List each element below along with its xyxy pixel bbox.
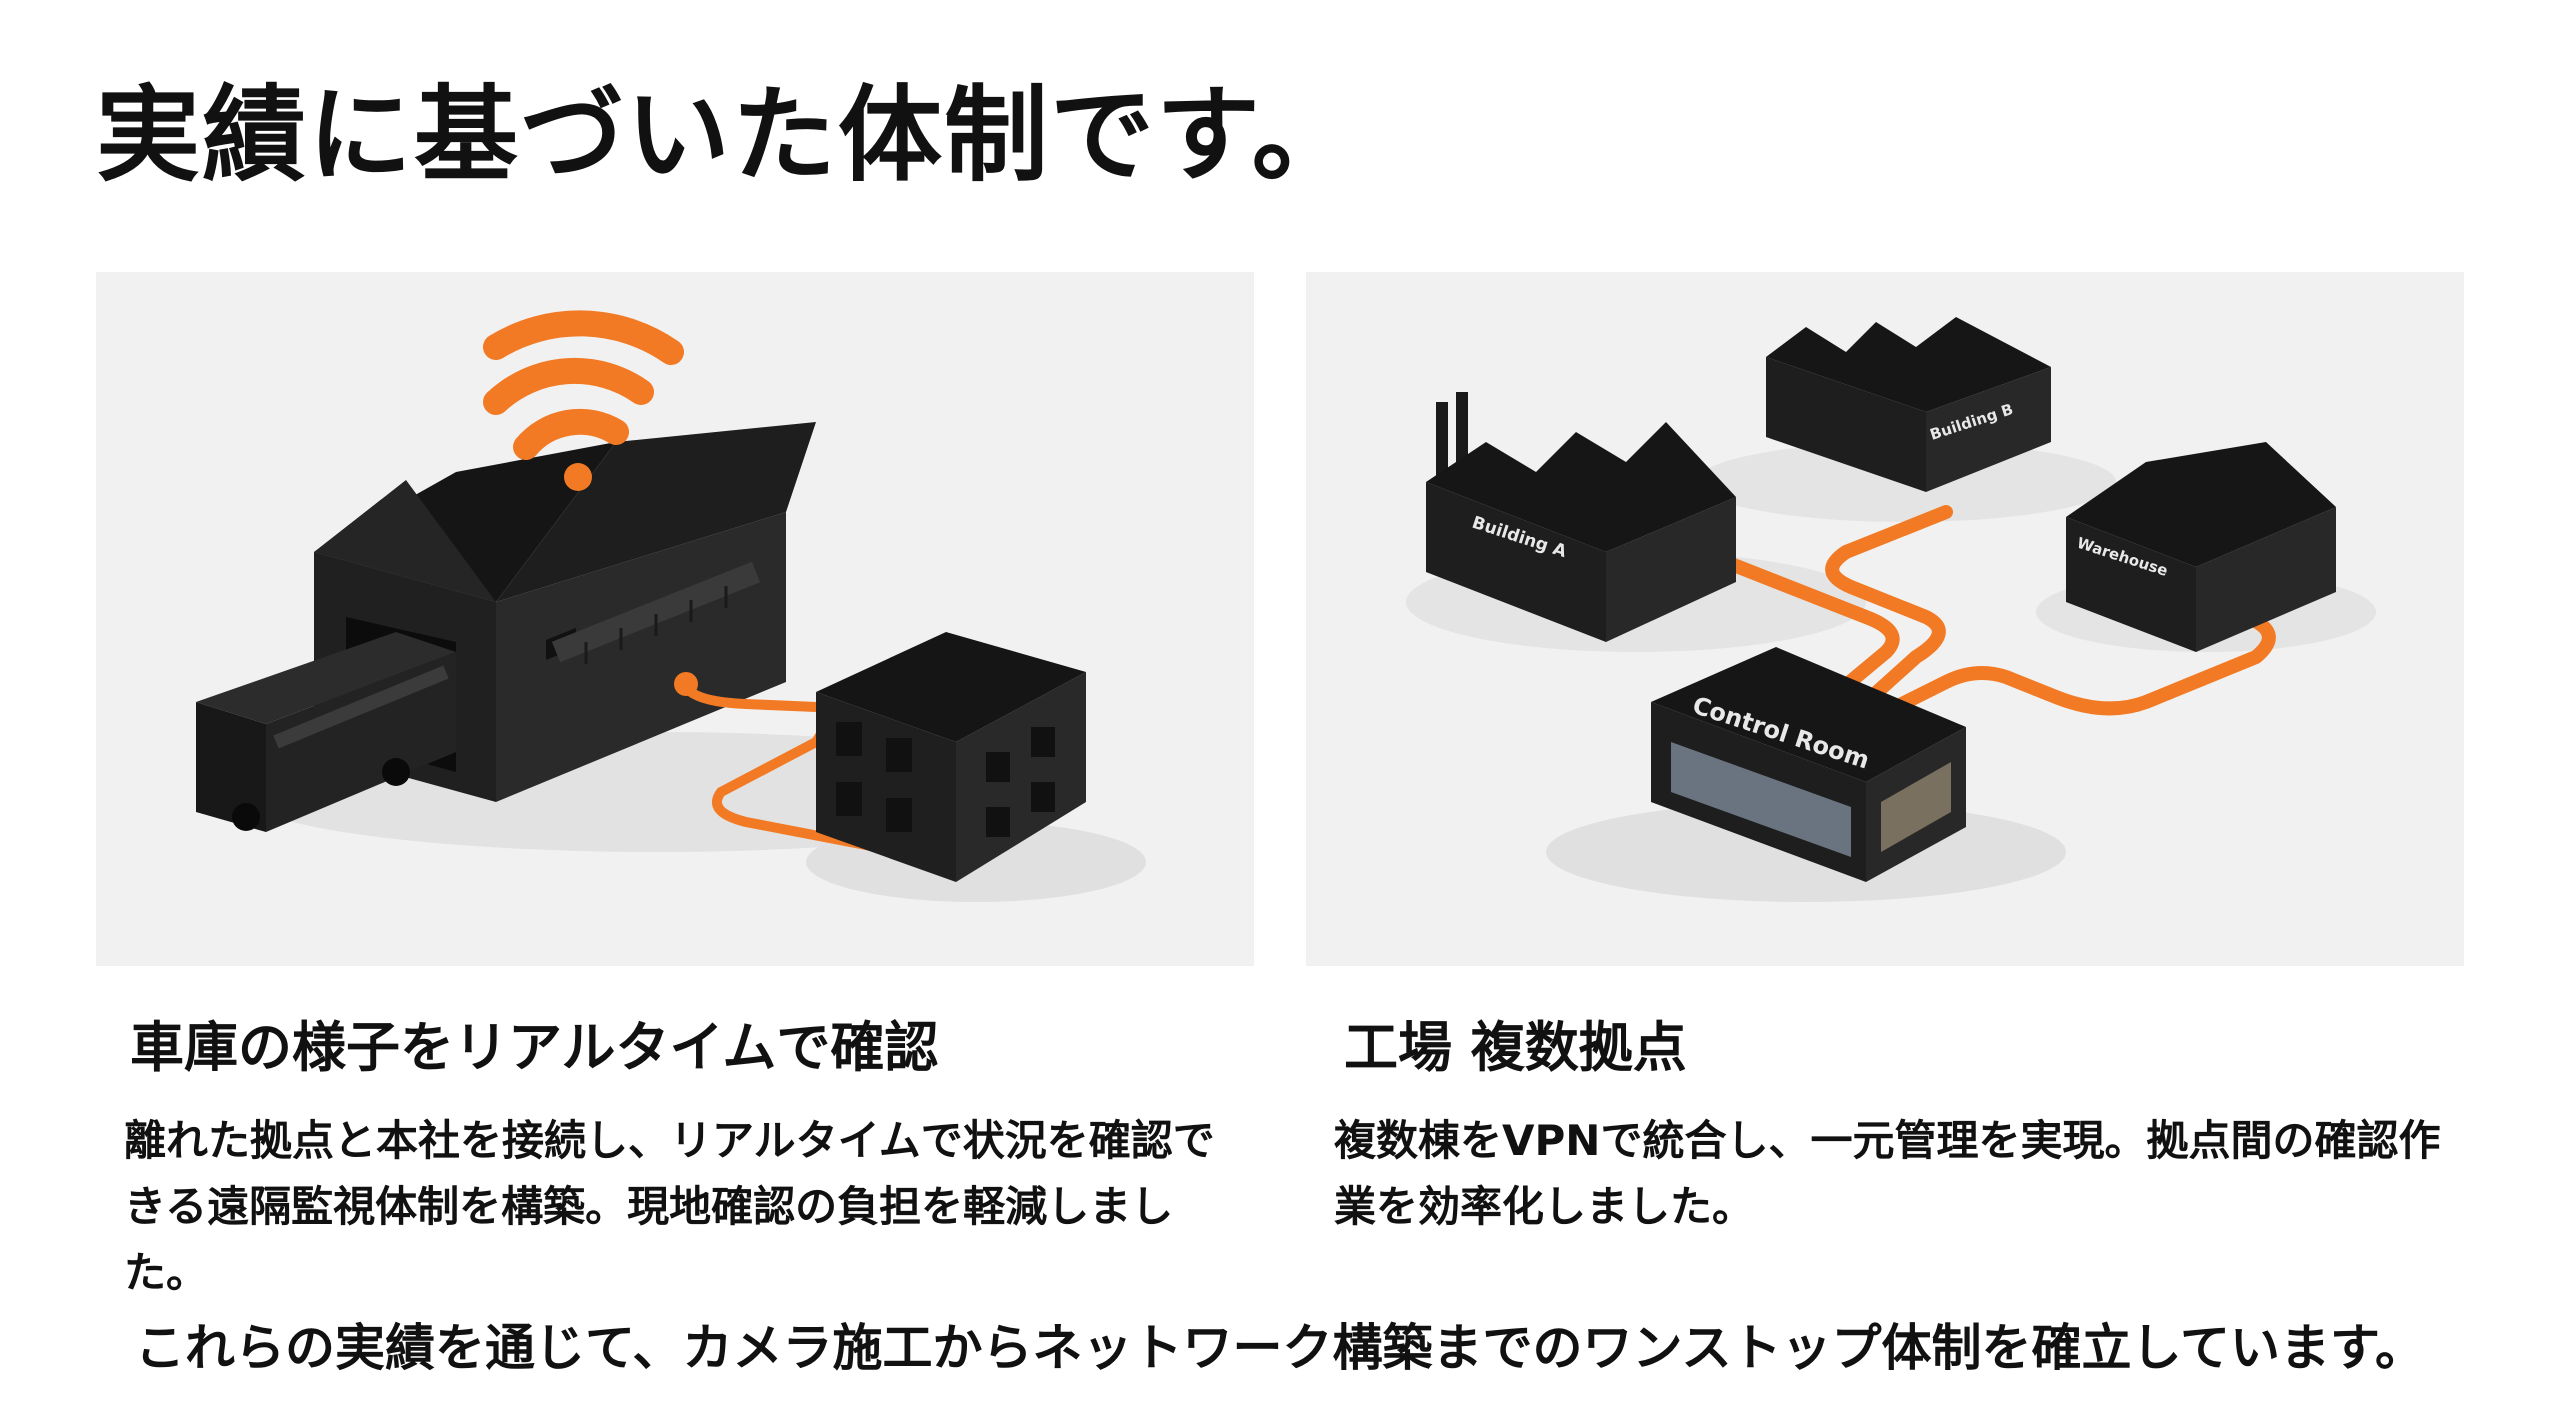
building-b: Building B (1766, 317, 2051, 492)
case-2-description: 複数棟をVPNで統合し、一元管理を実現。拠点間の確認作業を効率化しました。 (1334, 1116, 2441, 1231)
warehouse: Warehouse (2066, 442, 2336, 652)
case-1-description: 離れた拠点と本社を接続し、リアルタイムで状況を確認できる遠隔監視体制を構築。現地… (124, 1116, 1215, 1297)
summary-text: これらの実績を通じて、カメラ施工からネットワーク構築までのワンストップ体制を確立… (135, 1319, 2425, 1377)
garage-illustration (96, 272, 1254, 966)
wifi-icon (483, 310, 684, 491)
bus (196, 632, 456, 832)
vpn-cables (1719, 505, 2276, 716)
control-room: Control Room (1651, 647, 1966, 882)
case-2-heading: 工場 複数拠点 (1344, 1016, 1687, 1079)
office-building (816, 632, 1086, 882)
case-1-heading: 車庫の様子をリアルタイムで確認 (130, 1016, 939, 1079)
factory-network-illustration: Building A Building B Warehouse Control … (1306, 272, 2464, 966)
building-a: Building A (1426, 392, 1736, 642)
page-title: 実績に基づいた体制です。 (96, 74, 1358, 196)
